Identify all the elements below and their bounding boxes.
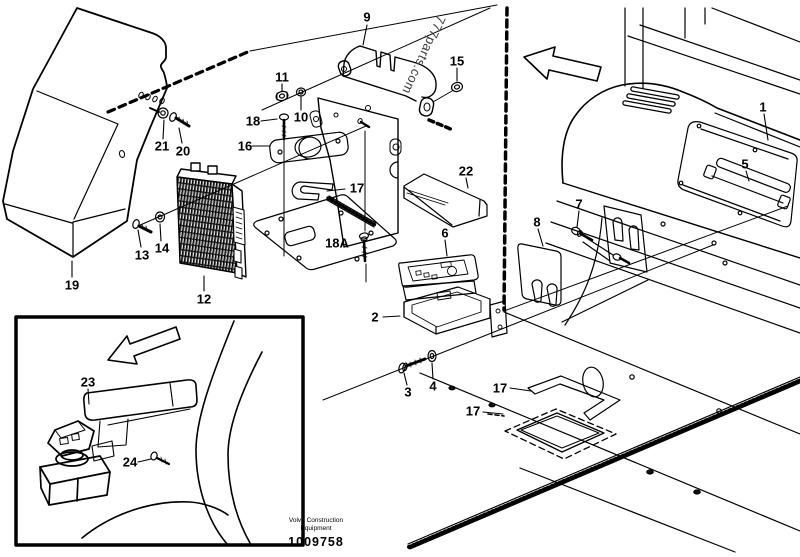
- cab-window-lines: [624, 7, 800, 95]
- floor-seal-17: [487, 408, 617, 460]
- instrument-unit-6: [398, 254, 479, 301]
- direction-arrow: [523, 46, 602, 82]
- dash-band-lines: [545, 200, 800, 334]
- part-label-1: 1: [759, 99, 767, 115]
- part-label-20: 20: [175, 143, 191, 159]
- mounting-plate: [253, 194, 397, 271]
- footer-brand-line1: Volvo Construction: [288, 517, 344, 524]
- bracket-9: [298, 45, 455, 248]
- machine-cab-view: [407, 6, 800, 553]
- part-label-22: 22: [458, 163, 474, 179]
- washer-10: [295, 87, 307, 97]
- hatched-floor-strip: [407, 376, 800, 550]
- part-label-6: 6: [441, 225, 449, 241]
- control-module-12: [176, 162, 247, 280]
- part-label-16: 16: [237, 138, 253, 154]
- windshield-base-line: [503, 205, 789, 312]
- console-grip-grooves: [622, 86, 680, 114]
- part-label-7: 7: [575, 196, 583, 212]
- part-label-10: 10: [293, 109, 309, 125]
- part-label-12: 12: [196, 291, 212, 307]
- part-label-14: 14: [154, 240, 170, 256]
- screw-7: [571, 226, 594, 242]
- part-label-9: 9: [363, 9, 371, 25]
- footer-brand-line2: Equipment: [300, 525, 332, 533]
- console-recess-inner: [682, 128, 789, 222]
- strip-part-5: [703, 157, 791, 210]
- console-body: [561, 82, 800, 184]
- part-label-18: 18: [245, 113, 261, 129]
- washer-14: [154, 211, 166, 223]
- console-bottom-edge: [562, 182, 800, 259]
- nut-15: [450, 81, 464, 93]
- console-top-edge-2: [714, 112, 800, 148]
- part-label-17: 17: [349, 180, 365, 196]
- seat-outline: [81, 320, 263, 546]
- part-label-18A: 18A: [325, 235, 349, 251]
- center-assembly: [253, 45, 508, 374]
- floor-edges: [419, 311, 800, 553]
- reference-lines: [106, 4, 714, 401]
- footer-brand: Volvo Construction Equipment: [289, 517, 343, 533]
- bolt-20: [169, 112, 191, 128]
- part-label-4: 4: [429, 378, 437, 394]
- nut-11: [275, 90, 289, 102]
- keyhole-plate-8: [517, 243, 562, 307]
- part-label-3: 3: [404, 384, 412, 400]
- part-label-17: 17: [465, 403, 481, 419]
- wire-clamp-17: [527, 366, 621, 421]
- part-label-11: 11: [275, 69, 289, 85]
- screw-18A: [358, 232, 370, 263]
- part-label-5: 5: [741, 156, 749, 172]
- part-label-24: 24: [122, 454, 138, 470]
- left-assembly: [2, 7, 247, 280]
- joystick: [39, 420, 111, 506]
- inset-detail-box: [14, 315, 305, 547]
- part-label-8: 8: [533, 214, 541, 230]
- hook-clamp-17: [291, 181, 334, 201]
- part-label-15: 15: [449, 53, 465, 69]
- plate-16: [269, 131, 349, 164]
- screw-24: [150, 451, 171, 466]
- bolt-3: [398, 357, 427, 374]
- hatched-strip-small: [326, 195, 377, 228]
- bolt-13: [132, 219, 153, 234]
- part-label-17: 17: [492, 380, 508, 396]
- inset-arrow: [107, 326, 181, 365]
- screw-21: [149, 107, 169, 119]
- part-label-13: 13: [134, 247, 150, 263]
- armrest-23: [83, 379, 198, 462]
- dashed-separator: [502, 6, 509, 312]
- part-label-2: 2: [371, 309, 379, 325]
- cover-19: [2, 7, 168, 258]
- part-label-21: 21: [154, 138, 170, 154]
- box-22: [403, 173, 488, 228]
- figure-number: 1009758: [288, 535, 344, 549]
- console-recess-panel: [677, 121, 798, 228]
- part-label-19: 19: [64, 277, 80, 293]
- keyhole-mount-panel: [582, 205, 648, 273]
- leader-lines: [71, 24, 769, 463]
- tray-2: [403, 286, 508, 338]
- part-label-23: 23: [80, 374, 96, 390]
- fender-curve: [561, 217, 649, 326]
